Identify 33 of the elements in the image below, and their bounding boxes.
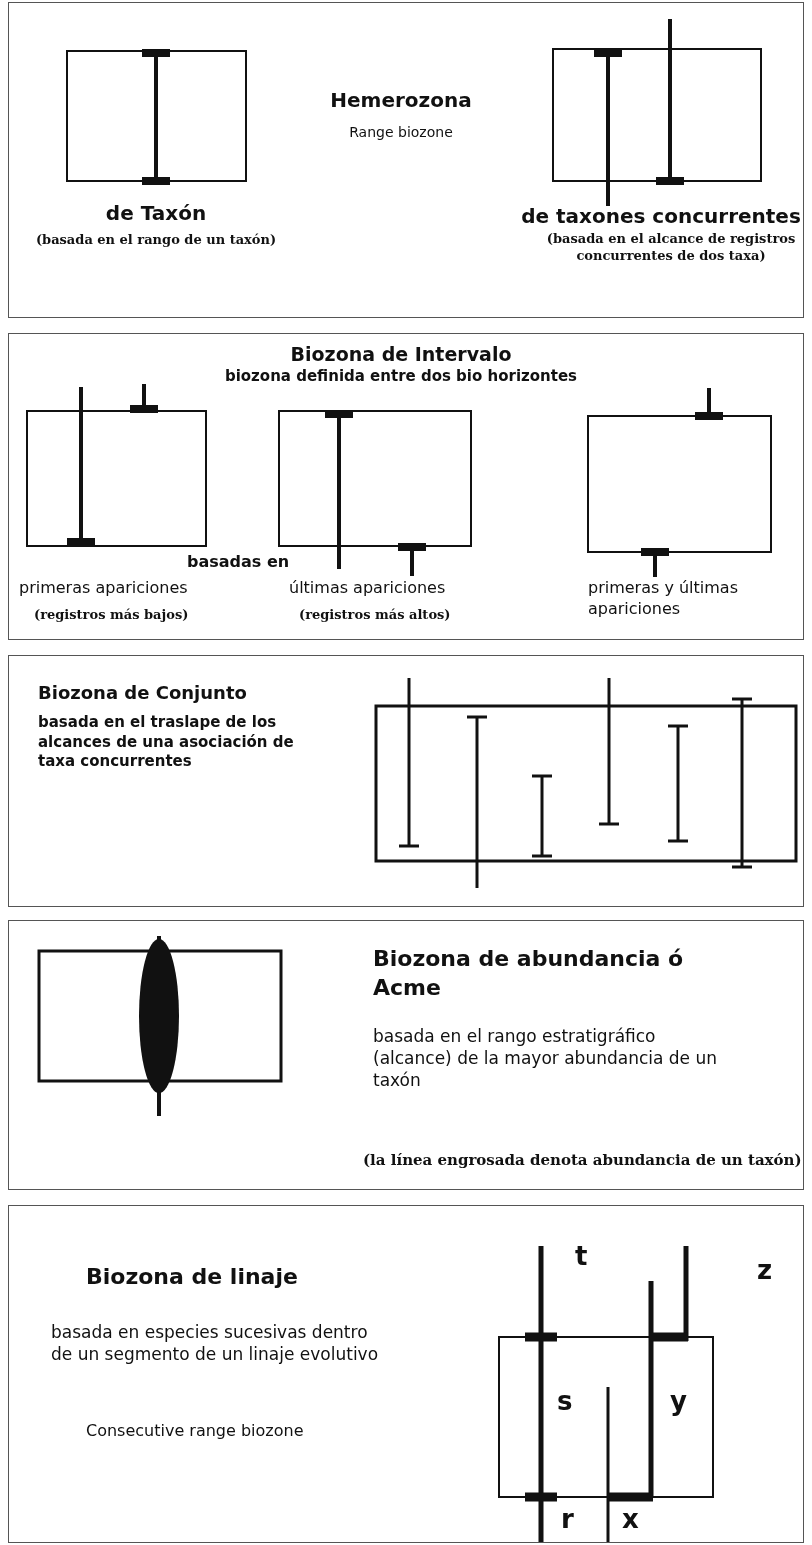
description-text: biozona definida entre dos bio horizontes [223, 367, 579, 387]
heading: Biozona de linaje [86, 1263, 299, 1291]
description-text: (la línea engrosada denota abundancia de un taxón) [363, 1151, 801, 1171]
species-letter: x [622, 1506, 639, 1532]
description-text: basada en el rango estratigráfico (alcance) de la mayor abundancia de un taxón [373, 1025, 719, 1092]
panel [8, 1205, 804, 1543]
heading: Biozona de abundancia ó Acme [373, 945, 685, 1002]
description-text: de taxones concurrentes [520, 203, 802, 229]
description-text: Consecutive range biozone [86, 1421, 305, 1442]
panel [8, 920, 804, 1190]
heading: Biozona de Intervalo [289, 342, 513, 367]
species-letter: r [561, 1506, 574, 1532]
description-text: basadas en [187, 552, 291, 573]
panel [8, 333, 804, 640]
description-text: (basada en el alcance de registros concurrentes de dos taxa) [545, 231, 797, 265]
panel [8, 2, 804, 318]
description-text: Range biozone [348, 123, 454, 142]
description-text: primeras apariciones [19, 578, 189, 599]
species-letter: s [557, 1388, 573, 1414]
heading: Biozona de Conjunto [38, 681, 248, 705]
description-text: (basada en el rango de un taxón) [34, 232, 278, 249]
description-text: (registros más altos) [299, 607, 452, 624]
description-text: (registros más bajos) [34, 607, 190, 624]
description-text: basada en especies sucesivas dentro de un segmento de un linaje evolutivo [51, 1321, 380, 1366]
heading: Hemerozona [329, 87, 473, 113]
description-text: de Taxón [104, 200, 208, 226]
species-letter: y [670, 1388, 687, 1414]
description-text: primeras y últimas apariciones [588, 578, 739, 620]
panel [8, 655, 804, 907]
description-text: últimas apariciones [289, 578, 447, 599]
species-letter: z [757, 1257, 773, 1283]
description-text: basada en el traslape de los alcances de una asociación de taxa concurrentes [38, 713, 295, 772]
species-letter: t [575, 1243, 588, 1269]
